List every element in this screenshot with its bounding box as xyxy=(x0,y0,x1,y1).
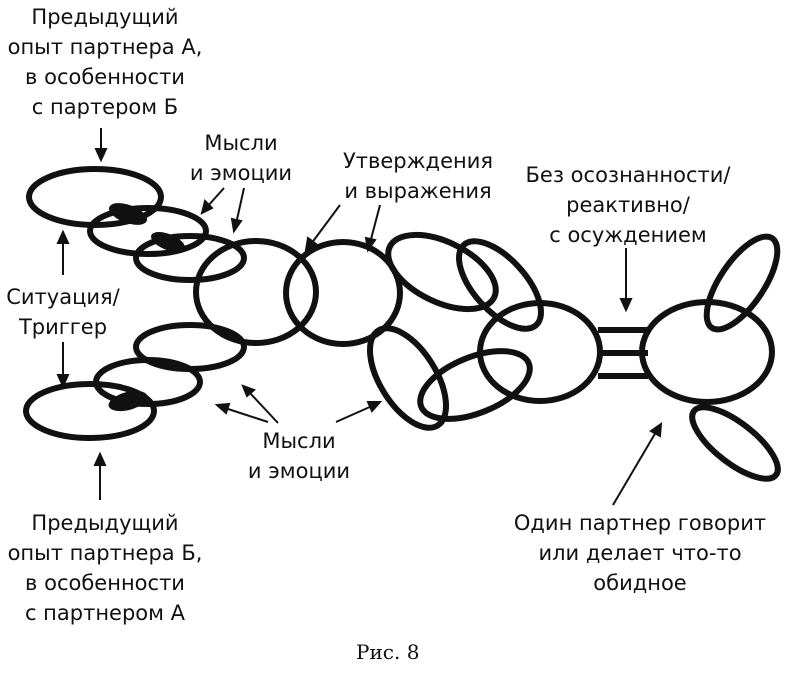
ring-top-2 xyxy=(87,205,209,257)
label-thoughts-emotions-bottom: Мысли и эмоции xyxy=(247,429,351,483)
ring-diag-upper xyxy=(385,231,499,313)
ring-top-3 xyxy=(133,233,247,283)
label-situation-trigger: Ситуация/ Триггер xyxy=(6,285,120,339)
ring-petal-bottom xyxy=(689,404,781,482)
ring-diag-lower xyxy=(366,325,450,431)
ring-diag-lower-2 xyxy=(417,348,533,422)
label-reactive-judgment: Без осознанности/ реактивно/ с осуждение… xyxy=(525,163,731,247)
figure-caption: Рис. 8 xyxy=(356,640,420,664)
label-prev-experience-a: Предыдущий опыт партнера А, в особенност… xyxy=(7,5,203,119)
ring-diag-upper-2 xyxy=(456,238,544,332)
ring-petal-top xyxy=(703,233,781,333)
ring-big-2 xyxy=(283,239,403,347)
label-thoughts-emotions-top: Мысли и эмоции xyxy=(189,131,293,185)
label-partner-hurtful: Один партнер говорит или делает что-то о… xyxy=(513,511,767,595)
label-prev-experience-b: Предыдущий опыт партнера Б, в особенност… xyxy=(7,511,203,625)
ring-big-1 xyxy=(193,238,319,346)
ring-bot-3 xyxy=(23,381,157,441)
label-statements-expressions: Утверждения и выражения xyxy=(342,149,494,203)
